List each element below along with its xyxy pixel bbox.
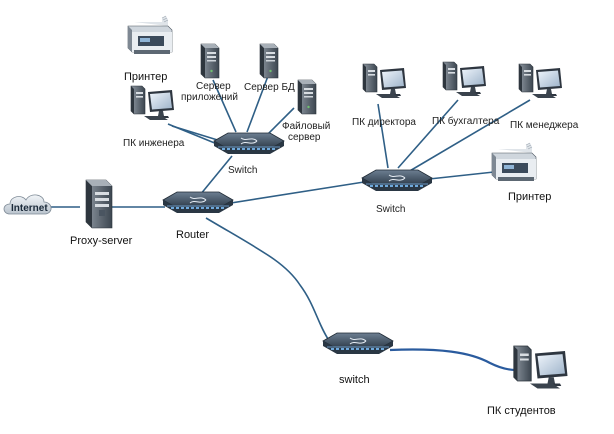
switch-right-label: Switch bbox=[376, 204, 405, 215]
printer-left bbox=[127, 15, 173, 55]
link-router-switch-left bbox=[199, 155, 233, 196]
printer-icon bbox=[127, 15, 173, 55]
cloud-icon bbox=[3, 194, 52, 215]
printer-right-label: Принтер bbox=[508, 191, 551, 203]
pc-engineer-label: ПК инженера bbox=[123, 138, 185, 149]
file-server-label-line2: сервер bbox=[288, 132, 321, 143]
router-icon bbox=[162, 191, 234, 214]
db-server-label: Сервер БД bbox=[244, 82, 295, 93]
pc-students-label: ПК студентов bbox=[487, 405, 556, 417]
link-app-server bbox=[212, 79, 237, 133]
computer-icon bbox=[130, 85, 175, 121]
computer-icon bbox=[362, 63, 407, 99]
app-server-label-line1: Сервер bbox=[196, 81, 231, 92]
db-server bbox=[259, 43, 279, 79]
proxy-server bbox=[85, 179, 113, 229]
switch-icon bbox=[361, 169, 433, 192]
link-pc-manager bbox=[407, 99, 531, 173]
router bbox=[162, 191, 234, 214]
server-icon bbox=[297, 79, 317, 115]
printer-right bbox=[491, 142, 537, 182]
switch-left bbox=[213, 132, 285, 155]
computer-icon bbox=[518, 63, 563, 99]
link-pc-director bbox=[377, 103, 389, 169]
printer-left-label: Принтер bbox=[124, 71, 167, 83]
switch-bottom bbox=[322, 332, 394, 355]
switch-bottom-label: switch bbox=[339, 374, 370, 386]
link-db-server bbox=[246, 75, 269, 133]
pc-manager-label: ПК менеджера bbox=[510, 120, 579, 131]
router-label: Router bbox=[176, 229, 209, 241]
file-server-label-line1: Файловый bbox=[282, 121, 330, 132]
pc-director-label: ПК директора bbox=[352, 117, 416, 128]
internet-label: Internet bbox=[11, 203, 48, 214]
app-server bbox=[200, 43, 220, 79]
server-icon bbox=[259, 43, 279, 79]
file-server bbox=[297, 79, 317, 115]
computer-icon bbox=[513, 345, 569, 390]
link-pc-engineer bbox=[167, 123, 223, 147]
switch-icon bbox=[213, 132, 285, 155]
link-router-switch-right bbox=[211, 181, 365, 207]
connection-lines bbox=[48, 75, 531, 372]
pc-accountant bbox=[442, 61, 487, 97]
link-switch-bottom-pc-students bbox=[389, 348, 517, 372]
app-server-label-line2: приложений bbox=[181, 92, 238, 103]
pc-engineer bbox=[130, 85, 175, 121]
server-icon bbox=[200, 43, 220, 79]
computer-icon bbox=[442, 61, 487, 97]
switch-icon bbox=[322, 332, 394, 355]
proxy-server-label: Proxy-server bbox=[70, 235, 133, 247]
switch-left-label: Switch bbox=[228, 165, 257, 176]
pc-manager bbox=[518, 63, 563, 99]
link-pc-accountant bbox=[397, 99, 459, 169]
internet-cloud: Internet bbox=[3, 194, 52, 215]
switch-right bbox=[361, 169, 433, 192]
printer-icon bbox=[491, 142, 537, 182]
link-printer-right bbox=[419, 171, 495, 181]
pc-director bbox=[362, 63, 407, 99]
link-router-switch-bottom bbox=[205, 217, 331, 343]
pc-accountant-label: ПК бухгалтера bbox=[432, 115, 500, 127]
pc-students bbox=[513, 345, 569, 390]
